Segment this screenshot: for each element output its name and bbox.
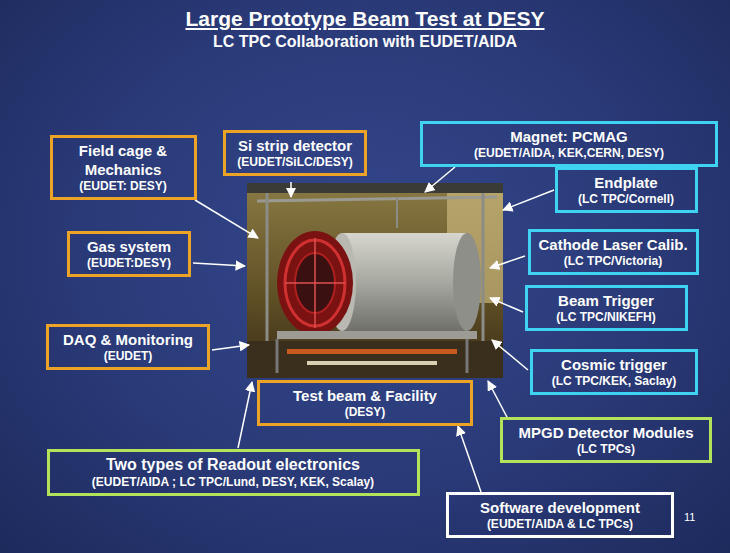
box-heading: Magnet: PCMAG bbox=[431, 127, 707, 146]
box-heading: Cathode Laser Calib. bbox=[539, 235, 688, 254]
box-subtext: (LC TPC/NIKEFH) bbox=[536, 310, 677, 325]
box-subtext: (LC TPCs) bbox=[511, 442, 701, 457]
component-box: MPGD Detector Modules(LC TPCs) bbox=[500, 417, 712, 463]
leader-lines bbox=[193, 167, 554, 448]
leader-arrow bbox=[290, 182, 292, 197]
box-subtext: (EUDET: DESY) bbox=[61, 179, 186, 194]
component-box: Test beam & Facility(DESY) bbox=[257, 380, 473, 426]
box-subtext: (EUDET/AIDA ; LC TPC/Lund, DESY, KEK, Sc… bbox=[58, 475, 409, 490]
component-box: Si strip detector(EUDET/SiLC/DESY) bbox=[223, 130, 367, 176]
box-subtext: (EUDET/AIDA, KEK,CERN, DESY) bbox=[431, 146, 707, 161]
slide-title: Large Prototype Beam Test at DESY bbox=[0, 7, 730, 31]
component-box: Field cage & Mechanics(EUDET: DESY) bbox=[50, 135, 197, 200]
component-box: Software development(EUDET/AIDA & LC TPC… bbox=[446, 492, 674, 538]
component-box: Cosmic trigger(LC TPC/KEK, Saclay) bbox=[530, 349, 698, 395]
box-heading: Endplate bbox=[566, 173, 687, 192]
connector-arrow bbox=[458, 426, 481, 492]
component-box: Beam Trigger(LC TPC/NIKEFH) bbox=[525, 285, 688, 331]
box-subtext: (LC TPC/Victoria) bbox=[539, 254, 688, 269]
box-heading: Test beam & Facility bbox=[268, 386, 462, 405]
component-box: Cathode Laser Calib.(LC TPC/Victoria) bbox=[528, 229, 699, 275]
leader-arrow bbox=[490, 256, 525, 268]
component-box: Endplate(LC TPC/Cornell) bbox=[555, 167, 698, 213]
slide-subtitle: LC TPC Collaboration with EUDET/AIDA bbox=[0, 33, 730, 51]
box-heading: Cosmic trigger bbox=[541, 355, 687, 374]
leader-arrow bbox=[195, 200, 258, 238]
leader-arrow bbox=[425, 167, 455, 192]
leader-arrow bbox=[488, 381, 508, 419]
box-subtext: (EUDET/SiLC/DESY) bbox=[234, 155, 356, 170]
leader-arrow bbox=[238, 382, 252, 448]
box-heading: Two types of Readout electronics bbox=[58, 455, 409, 475]
box-heading: DAQ & Monitoring bbox=[57, 330, 199, 349]
box-heading: Field cage & Mechanics bbox=[61, 141, 186, 179]
leader-arrow bbox=[490, 298, 523, 312]
component-box: Magnet: PCMAG(EUDET/AIDA, KEK,CERN, DESY… bbox=[420, 121, 718, 167]
leader-arrow bbox=[212, 345, 249, 350]
box-heading: Gas system bbox=[78, 237, 180, 256]
test-setup-photo bbox=[247, 183, 503, 378]
box-subtext: (DESY) bbox=[268, 405, 462, 420]
box-heading: Beam Trigger bbox=[536, 291, 677, 310]
leader-arrow bbox=[193, 263, 245, 266]
box-heading: Si strip detector bbox=[234, 136, 356, 155]
box-subtext: (LC TPC/Cornell) bbox=[566, 192, 687, 207]
box-subtext: (EUDET) bbox=[57, 349, 199, 364]
component-box: DAQ & Monitoring(EUDET) bbox=[46, 324, 210, 370]
box-subtext: (EUDET/AIDA & LC TPCs) bbox=[457, 517, 663, 532]
box-heading: MPGD Detector Modules bbox=[511, 423, 701, 442]
page-number: 11 bbox=[684, 511, 695, 523]
component-box: Two types of Readout electronics(EUDET/A… bbox=[47, 449, 420, 496]
leader-arrow bbox=[492, 340, 528, 370]
leader-arrow bbox=[503, 190, 554, 210]
box-heading: Software development bbox=[457, 498, 663, 517]
box-subtext: (EUDET:DESY) bbox=[78, 256, 180, 271]
box-subtext: (LC TPC/KEK, Saclay) bbox=[541, 374, 687, 389]
component-box: Gas system(EUDET:DESY) bbox=[67, 231, 191, 277]
